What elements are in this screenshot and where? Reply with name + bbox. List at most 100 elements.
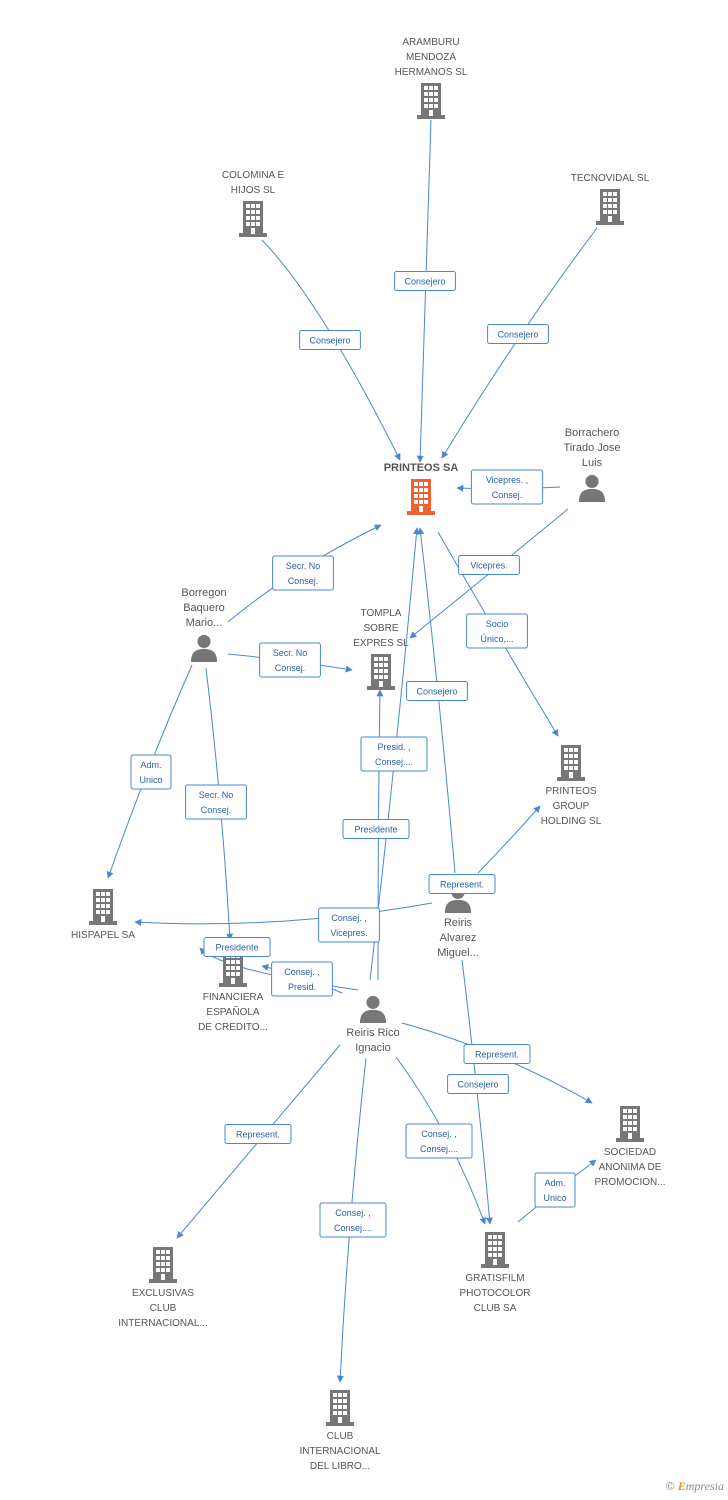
node-label: COLOMINA E: [222, 170, 285, 181]
edge-label-reiris_rico-to-printeos[interactable]: Presidente: [342, 819, 410, 839]
node-colomina[interactable]: COLOMINA E HIJOS SL: [222, 170, 285, 237]
edge-label-reiris_rico-to-financiera[interactable]: Consej. ,Presid.: [271, 961, 333, 997]
edge-label-tecnovidal-to-printeos[interactable]: Consejero: [487, 324, 549, 344]
building-icon: [417, 83, 445, 119]
edge-label-text: Consej....: [334, 1223, 372, 1233]
edge-reiris_alvarez-to-hispapel: [134, 902, 433, 926]
node-label: HOLDING SL: [541, 816, 602, 827]
node-printeos[interactable]: PRINTEOS SA: [384, 462, 459, 515]
edge-label-reiris_rico-to-hispapel[interactable]: Presidente: [203, 937, 271, 957]
edge-label-text: Represent.: [236, 1130, 280, 1140]
edge-label-reiris_rico-to-sociedad[interactable]: Represent.: [463, 1044, 531, 1064]
node-label: HIJOS SL: [231, 185, 276, 196]
node-label: Reiris Rico: [346, 1027, 399, 1039]
edge-label-text: Consej. ,: [331, 913, 367, 923]
node-label: EXPRES SL: [353, 638, 409, 649]
node-label: SOBRE: [363, 623, 398, 634]
node-label: Baquero: [183, 602, 225, 614]
node-label: ANONIMA DE: [599, 1162, 662, 1173]
edge-label-borrachero-to-printeos[interactable]: Vicepres. ,Consej.: [470, 469, 544, 505]
edge-label-text: Represent.: [440, 880, 484, 890]
edge-label-box: [447, 1074, 509, 1094]
node-hispapel[interactable]: HISPAPEL SA: [71, 889, 135, 941]
edge-label-text: Consej....: [375, 757, 413, 767]
building-icon: [596, 189, 624, 225]
person-icon: [359, 995, 387, 1023]
node-exclusivas[interactable]: EXCLUSIVASCLUBINTERNACIONAL...: [118, 1247, 208, 1329]
edge-label-text: Consej.: [492, 490, 523, 500]
edge-label-reiris_alvarez-to-gratisfilm[interactable]: Consejero: [447, 1074, 509, 1094]
edge-label-box: [360, 736, 428, 772]
edge-label-text: Consejero: [497, 330, 538, 340]
node-label: ARAMBURU: [402, 37, 459, 48]
edge-label-box: [319, 1202, 387, 1238]
node-label: Tirado Jose: [563, 442, 620, 454]
node-label: Luis: [582, 457, 603, 469]
edge-label-reiris_rico-to-club_libro[interactable]: Consej. , Consej....: [319, 1202, 387, 1238]
edge-label-box: [406, 681, 468, 701]
building-icon: [367, 654, 395, 690]
node-label: INTERNACIONAL: [299, 1446, 381, 1457]
edge-label-text: Presid.: [288, 982, 316, 992]
edge-label-text: Adm.: [140, 760, 161, 770]
edge-label-text: Consejero: [404, 277, 445, 287]
building-icon: [407, 479, 435, 515]
copyright-symbol: ©: [665, 1479, 675, 1493]
node-label: SOCIEDAD: [604, 1147, 656, 1158]
edge-label-reiris_rico-to-exclusivas[interactable]: Represent.: [224, 1124, 292, 1144]
edge-label-text: Consej....: [420, 1144, 458, 1154]
edge-label-box: [428, 874, 496, 894]
building-icon: [481, 1232, 509, 1268]
node-reiris-alvarez[interactable]: ReirisAlvarezMiguel...: [437, 885, 479, 959]
node-label: HISPAPEL SA: [71, 930, 135, 941]
edge-label-aramburu-to-printeos[interactable]: Consejero: [394, 271, 456, 291]
edge-label-printeos-to-printeos_group[interactable]: SocioÚnico,...: [466, 613, 528, 649]
edge-label-reiris_alvarez-to-printeos_group[interactable]: Represent.: [428, 874, 496, 894]
building-icon: [557, 745, 585, 781]
building-icon: [89, 889, 117, 925]
node-label: DE CREDITO...: [198, 1022, 268, 1033]
node-label: Mario...: [186, 617, 223, 629]
edge-label-box: [466, 613, 528, 649]
node-label: INTERNACIONAL...: [118, 1318, 207, 1329]
node-label: CLUB SA: [474, 1303, 517, 1314]
edge-label-borrachero-to-tompla[interactable]: Vicepres.: [458, 555, 520, 575]
node-label: Miguel...: [437, 947, 479, 959]
node-label: DEL LIBRO...: [310, 1461, 370, 1472]
node-tompla[interactable]: TOMPLA SOBRE EXPRES SL: [353, 608, 409, 690]
edge-label-reiris_alvarez-to-printeos[interactable]: Consejero: [406, 681, 468, 701]
edge-label-colomina-to-printeos[interactable]: Consejero: [299, 330, 361, 350]
edge-label-gratisfilm-to-sociedad[interactable]: Adm.Unico: [534, 1172, 576, 1208]
edge-label-reiris_rico-to-tompla[interactable]: Presid. ,Consej....: [360, 736, 428, 772]
edge-label-box: [458, 555, 520, 575]
node-label: TOMPLA: [361, 608, 402, 619]
node-label: PHOTOCOLOR: [460, 1288, 531, 1299]
edge-label-text: Consej. ,: [335, 1208, 371, 1218]
edge-label-text: Consej.: [201, 805, 232, 815]
edge-label-text: Unico: [139, 775, 162, 785]
edge-label-text: Consejero: [309, 336, 350, 346]
edge-label-text: Vicepres.: [470, 561, 507, 571]
edge-label-text: Consej.: [275, 663, 306, 673]
edge-label-reiris_alvarez-to-hispapel[interactable]: Consej. ,Vicepres.: [318, 907, 380, 943]
edge-label-text: Presidente: [354, 825, 397, 835]
node-tecnovidal[interactable]: TECNOVIDAL SL: [571, 173, 650, 225]
node-borregon[interactable]: BorregonBaqueroMario...: [181, 587, 227, 662]
edge-label-borregon-to-hispapel[interactable]: Adm. Unico: [130, 754, 172, 790]
edge-label-reiris_rico-to-gratisfilm[interactable]: Consej. ,Consej....: [405, 1123, 473, 1159]
node-label: Borregon: [181, 587, 226, 599]
person-icon: [578, 474, 606, 502]
footer-brand[interactable]: © Empresia: [666, 1479, 724, 1494]
